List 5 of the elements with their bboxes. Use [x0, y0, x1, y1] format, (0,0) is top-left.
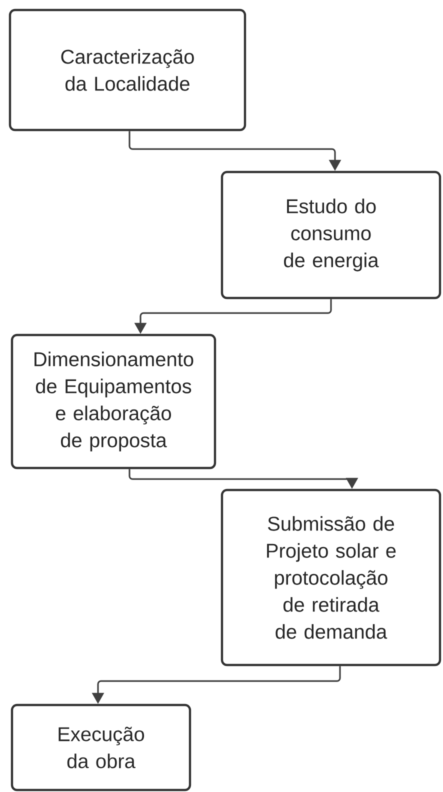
process-box: Dimensionamento de Equipamentos e elaboração de proposta [10, 334, 216, 470]
process-box: Submissão de Projeto solar e protocolação de retirada de demanda [220, 488, 442, 666]
process-box: Execução da obra [10, 704, 192, 792]
process-box: Caracterização da Localidade [8, 8, 246, 132]
process-box: Estudo do consumo de energia [220, 170, 442, 300]
